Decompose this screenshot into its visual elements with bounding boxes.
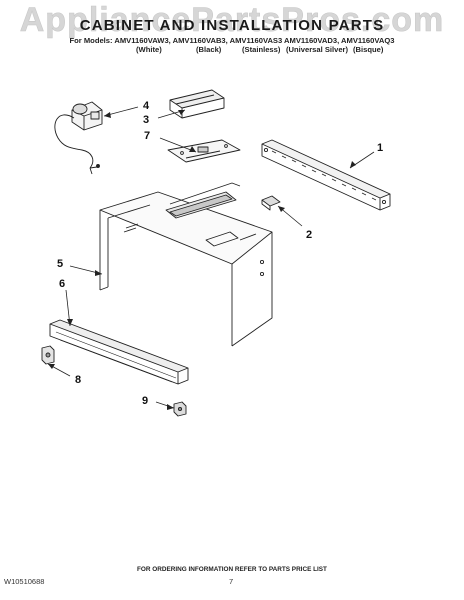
- damper-assembly: [54, 101, 103, 175]
- callout-8: 8: [75, 374, 82, 386]
- clip-bracket: [261, 195, 281, 211]
- color-label-stainless: (Stainless): [242, 45, 281, 54]
- color-labels: (White) (Black) (Stainless) (Universal S…: [0, 45, 464, 57]
- color-label-universal-silver: (Universal Silver): [286, 45, 349, 54]
- cabinet-wrapper: [99, 182, 273, 347]
- ordering-footer: FOR ORDERING INFORMATION REFER TO PARTS …: [137, 566, 327, 573]
- callout-1: 1: [377, 142, 384, 154]
- page-number: 7: [229, 577, 234, 586]
- front-rail: [49, 319, 189, 385]
- models-line: For Models: AMV1160VAW3, AMV1160VAB3, AM…: [69, 36, 395, 45]
- side-bracket: [41, 345, 55, 365]
- callout-7: 7: [144, 130, 151, 142]
- small-clip: [173, 401, 187, 417]
- color-label-white: (White): [136, 45, 162, 54]
- callout-5: 5: [57, 258, 64, 270]
- callout-4: 4: [143, 100, 150, 112]
- vent-plate: [167, 139, 241, 163]
- document-number: W10510688: [4, 577, 45, 586]
- leader-arrowheads: [48, 110, 356, 410]
- page-title: CABINET AND INSTALLATION PARTS: [79, 17, 385, 34]
- top-bracket: [169, 89, 225, 119]
- rear-mounting-rail: [261, 139, 391, 211]
- watermark: AppliancePartsPros.com: [19, 1, 445, 40]
- color-label-bisque: (Bisque): [353, 45, 384, 54]
- callout-9: 9: [142, 395, 149, 407]
- callout-6: 6: [59, 278, 66, 290]
- callout-3: 3: [143, 114, 150, 126]
- callout-2: 2: [306, 229, 313, 241]
- color-label-black: (Black): [196, 45, 222, 54]
